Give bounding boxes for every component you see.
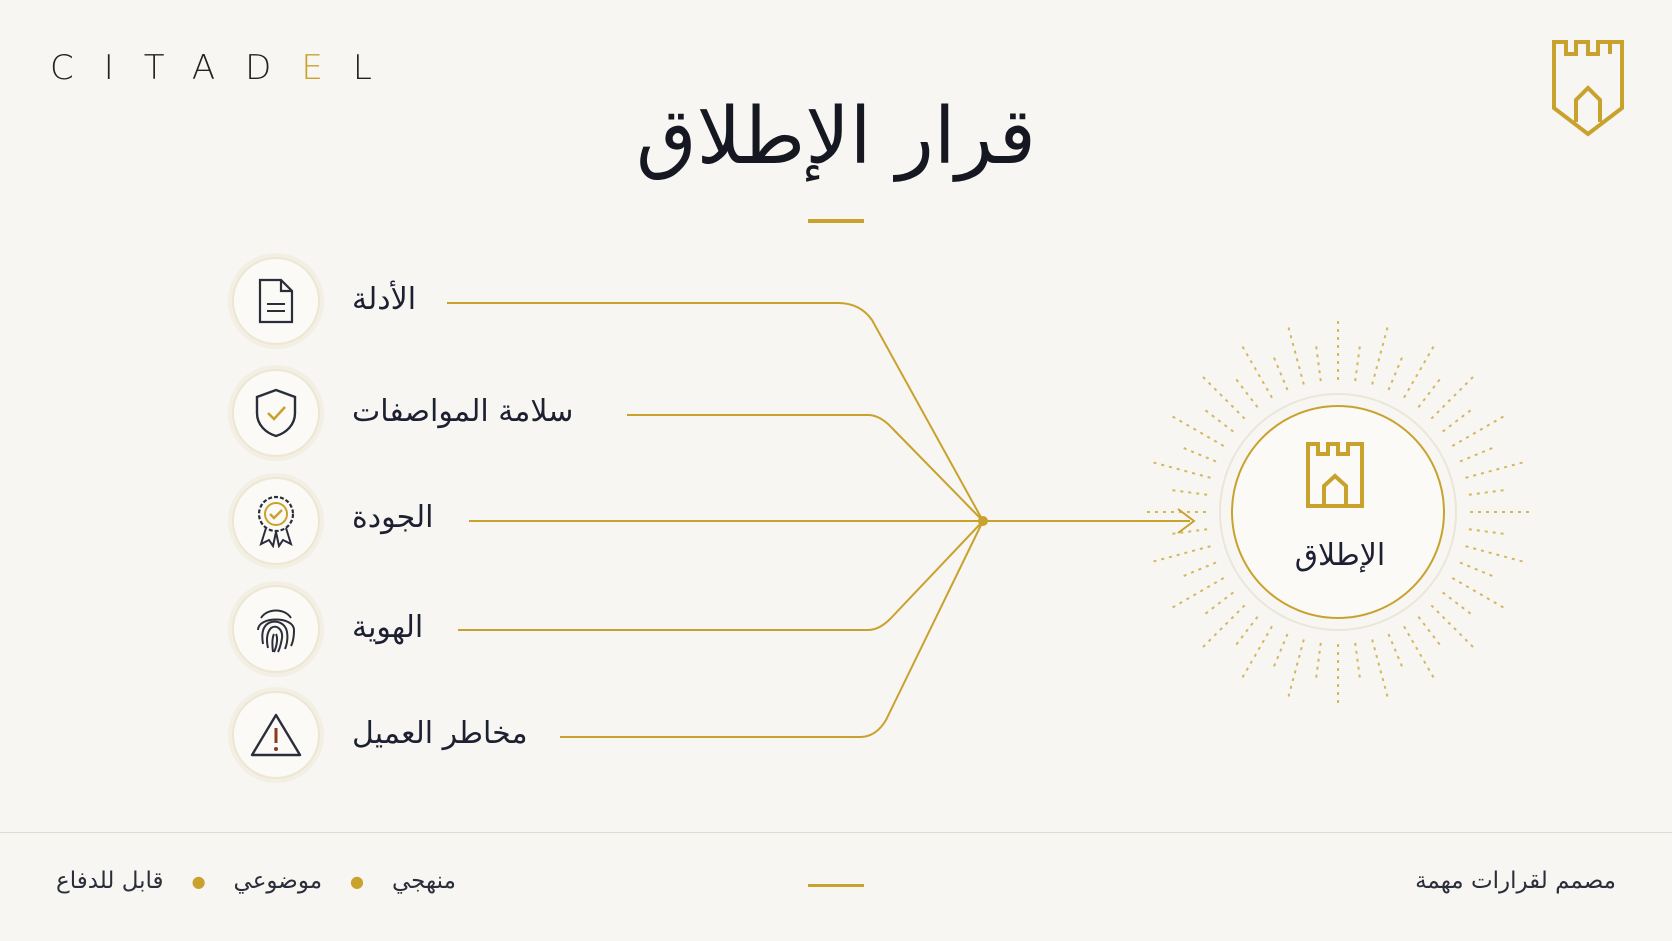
hub-ray (1442, 407, 1474, 433)
brand-prefix: CITAD (50, 48, 302, 88)
hub-ray (1371, 323, 1390, 385)
customer-risk-icon-circle (232, 691, 320, 779)
hub-ray (1271, 354, 1289, 391)
hub-ray (1149, 460, 1211, 479)
connector-evidence (447, 302, 984, 522)
hub-ray (1459, 561, 1496, 579)
hub-ray (1233, 616, 1259, 648)
hub-ray (1430, 373, 1477, 420)
hub-ray (1354, 642, 1362, 681)
factor-label-evidence: الأدلة (352, 282, 417, 317)
hub-ray (1168, 413, 1225, 447)
identity-icon-circle (232, 585, 320, 673)
footer-item: منهجي (392, 868, 456, 894)
hub-label: الإطلاق (1294, 538, 1386, 573)
hub-ray (1271, 633, 1289, 670)
shield-check-icon (255, 388, 297, 438)
hub-ray (1403, 625, 1437, 682)
castle-tower-icon (1306, 442, 1364, 508)
arrow-head-icon (1177, 508, 1196, 534)
document-icon (258, 278, 294, 324)
connector-spec-integrity (627, 414, 984, 522)
hub-ray (1451, 577, 1508, 611)
hub-ray (1430, 604, 1477, 651)
hub-ray (1417, 616, 1443, 648)
hub-ray (1199, 373, 1246, 420)
spec-integrity-icon-circle (232, 369, 320, 457)
hub-ray (1199, 604, 1246, 651)
evidence-icon-circle (232, 257, 320, 345)
factor-label-customer-risk: مخاطر العميل (352, 716, 528, 751)
fingerprint-icon (257, 609, 296, 653)
hub-ray (1442, 591, 1474, 617)
brand-accent-letter: E (301, 48, 353, 88)
connector-customer-risk (560, 520, 984, 738)
hub-ray (1180, 561, 1217, 579)
hub-ray (1149, 545, 1211, 564)
footer-divider (0, 832, 1672, 833)
brand-wordmark: CITADEL (50, 48, 402, 88)
hub-ray (1286, 323, 1305, 385)
hub-ray (1314, 642, 1322, 681)
hub-outer-ring (1219, 393, 1457, 631)
hub-ray (1168, 577, 1225, 611)
footer-item: قابل للدفاع (56, 868, 164, 894)
hub-ray (1417, 376, 1443, 408)
factor-label-spec-integrity: سلامة المواصفات (352, 394, 574, 429)
bullet-dot-icon: ● (350, 871, 365, 891)
hub-ray (1387, 354, 1405, 391)
hub-ray (1354, 343, 1362, 382)
hub-ray (1314, 343, 1322, 382)
hub-ray (1371, 639, 1390, 701)
bullet-dot-icon: ● (191, 871, 206, 891)
hub-ray (1202, 407, 1234, 433)
factor-label-identity: الهوية (352, 610, 424, 645)
junction-node (978, 516, 988, 526)
hub-ray (1202, 591, 1234, 617)
hub-ray (1233, 376, 1259, 408)
footer-attributes: منهجي ● موضوعي ● قابل للدفاع (56, 868, 456, 894)
castle-logo-icon (1552, 40, 1624, 137)
hub-ray (1459, 445, 1496, 463)
connector-identity (458, 520, 984, 631)
warning-triangle-icon (250, 713, 302, 757)
brand-suffix: L (352, 48, 402, 88)
hub-ray (1169, 528, 1208, 536)
hub-ray (1468, 528, 1507, 536)
hub-ray (1451, 413, 1508, 447)
hub-ray (1239, 342, 1273, 399)
hub-ray (1239, 625, 1273, 682)
footer-accent-line (808, 884, 864, 887)
factor-label-quality: الجودة (352, 500, 434, 535)
hub-ray (1169, 488, 1208, 496)
hub-ray (1403, 342, 1437, 399)
quality-badge-icon (257, 495, 295, 548)
footer-item: موضوعي (233, 868, 323, 894)
hub-ray (1286, 639, 1305, 701)
title-underline (808, 219, 864, 223)
hub-ray (1465, 460, 1527, 479)
page-title: قرار الإطلاق (636, 92, 1036, 182)
hub-ray (1468, 488, 1507, 496)
hub-ray (1387, 633, 1405, 670)
hub-ray (1180, 445, 1217, 463)
quality-icon-circle (232, 477, 320, 565)
footer-tagline: مصمم لقرارات مهمة (1415, 868, 1616, 894)
hub-circle (1231, 405, 1445, 619)
hub-ray (1465, 545, 1527, 564)
hub-rays (1143, 317, 1533, 707)
